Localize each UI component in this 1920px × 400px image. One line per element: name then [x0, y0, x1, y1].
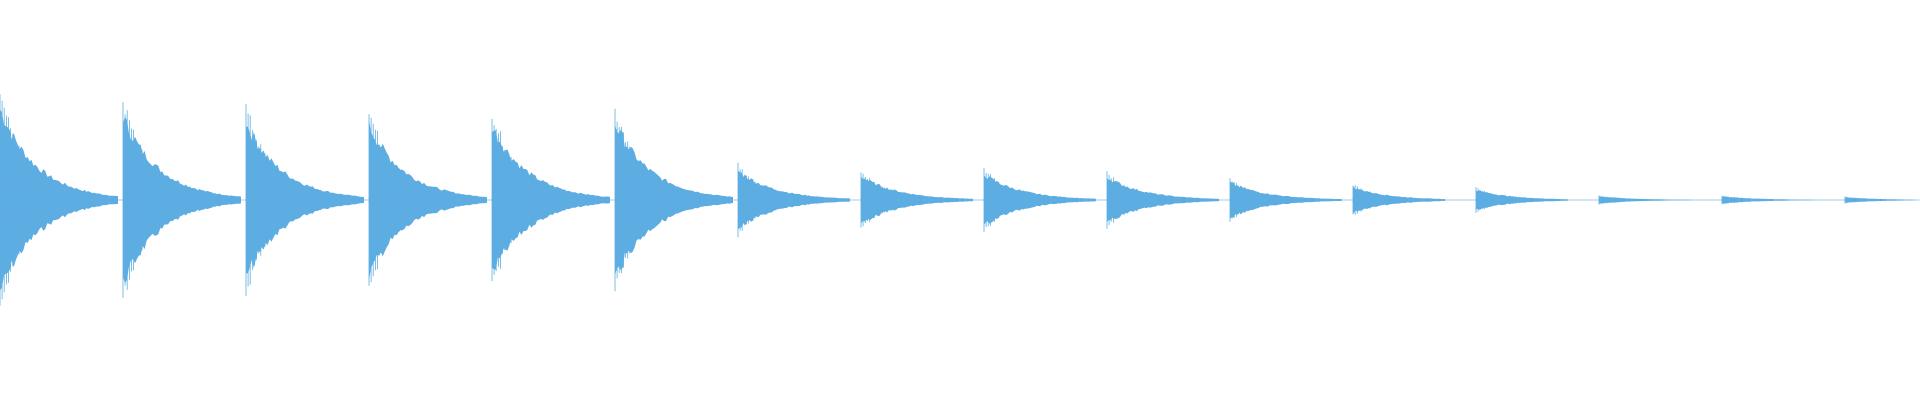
waveform-hit [984, 174, 1096, 226]
waveform-hit-spikes [1352, 184, 1416, 216]
waveform-hit-spikes [1598, 195, 1662, 205]
waveform-hit-spikes [1475, 187, 1539, 213]
waveform-hit-spikes [614, 108, 696, 292]
waveform-hit [1107, 177, 1219, 223]
waveform-hit-spikes [122, 102, 204, 298]
waveform-hit [1230, 182, 1342, 218]
waveform-hit-spikes [491, 118, 573, 282]
waveform-hit-spikes [245, 103, 327, 297]
waveform-hit-spikes [0, 94, 81, 306]
waveform-hits [0, 94, 1920, 306]
waveform-hit-spikes [737, 162, 815, 238]
waveform-hit-spikes [1844, 196, 1908, 204]
waveform-hit-spikes [1106, 171, 1184, 229]
waveform-hit [861, 176, 973, 224]
waveform-hit-spikes [1721, 195, 1785, 205]
waveform-hit-spikes [983, 167, 1061, 233]
waveform-hit-spikes [860, 172, 938, 228]
waveform-hit-spikes [1229, 178, 1307, 222]
waveform-hit [738, 171, 850, 229]
waveform-hit-spikes [368, 114, 450, 286]
